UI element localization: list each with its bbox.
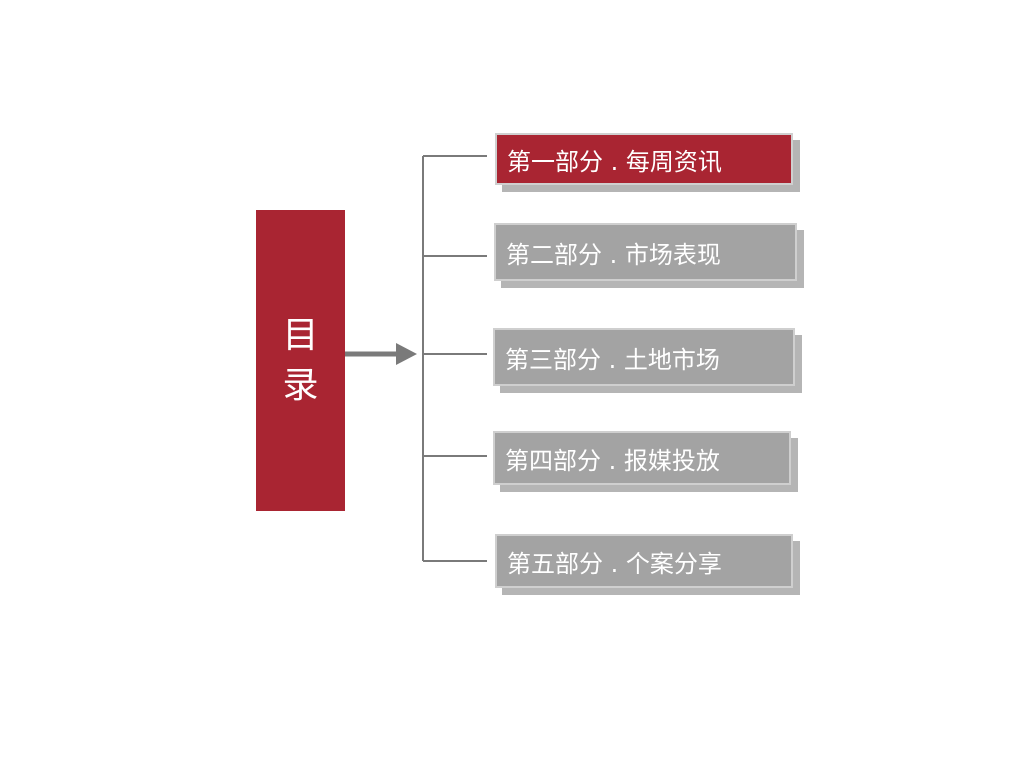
section-item-1[interactable]: 第一部分 . 每周资讯 xyxy=(495,133,800,192)
toc-title-block: 目 录 xyxy=(256,210,345,511)
section-item-3[interactable]: 第三部分 . 土地市场 xyxy=(493,328,802,393)
section-item-label: 第二部分 . 市场表现 xyxy=(494,223,797,281)
section-item-label: 第一部分 . 每周资讯 xyxy=(495,133,793,185)
section-item-5[interactable]: 第五部分 . 个案分享 xyxy=(495,534,800,595)
arrow-head-icon xyxy=(396,343,417,365)
section-item-2[interactable]: 第二部分 . 市场表现 xyxy=(494,223,804,288)
toc-title-char-1: 目 xyxy=(282,314,319,356)
section-item-label: 第四部分 . 报媒投放 xyxy=(493,431,791,485)
section-item-label: 第三部分 . 土地市场 xyxy=(493,328,795,386)
section-item-4[interactable]: 第四部分 . 报媒投放 xyxy=(493,431,798,492)
section-item-label: 第五部分 . 个案分享 xyxy=(495,534,793,588)
toc-title-char-2: 录 xyxy=(282,364,319,406)
